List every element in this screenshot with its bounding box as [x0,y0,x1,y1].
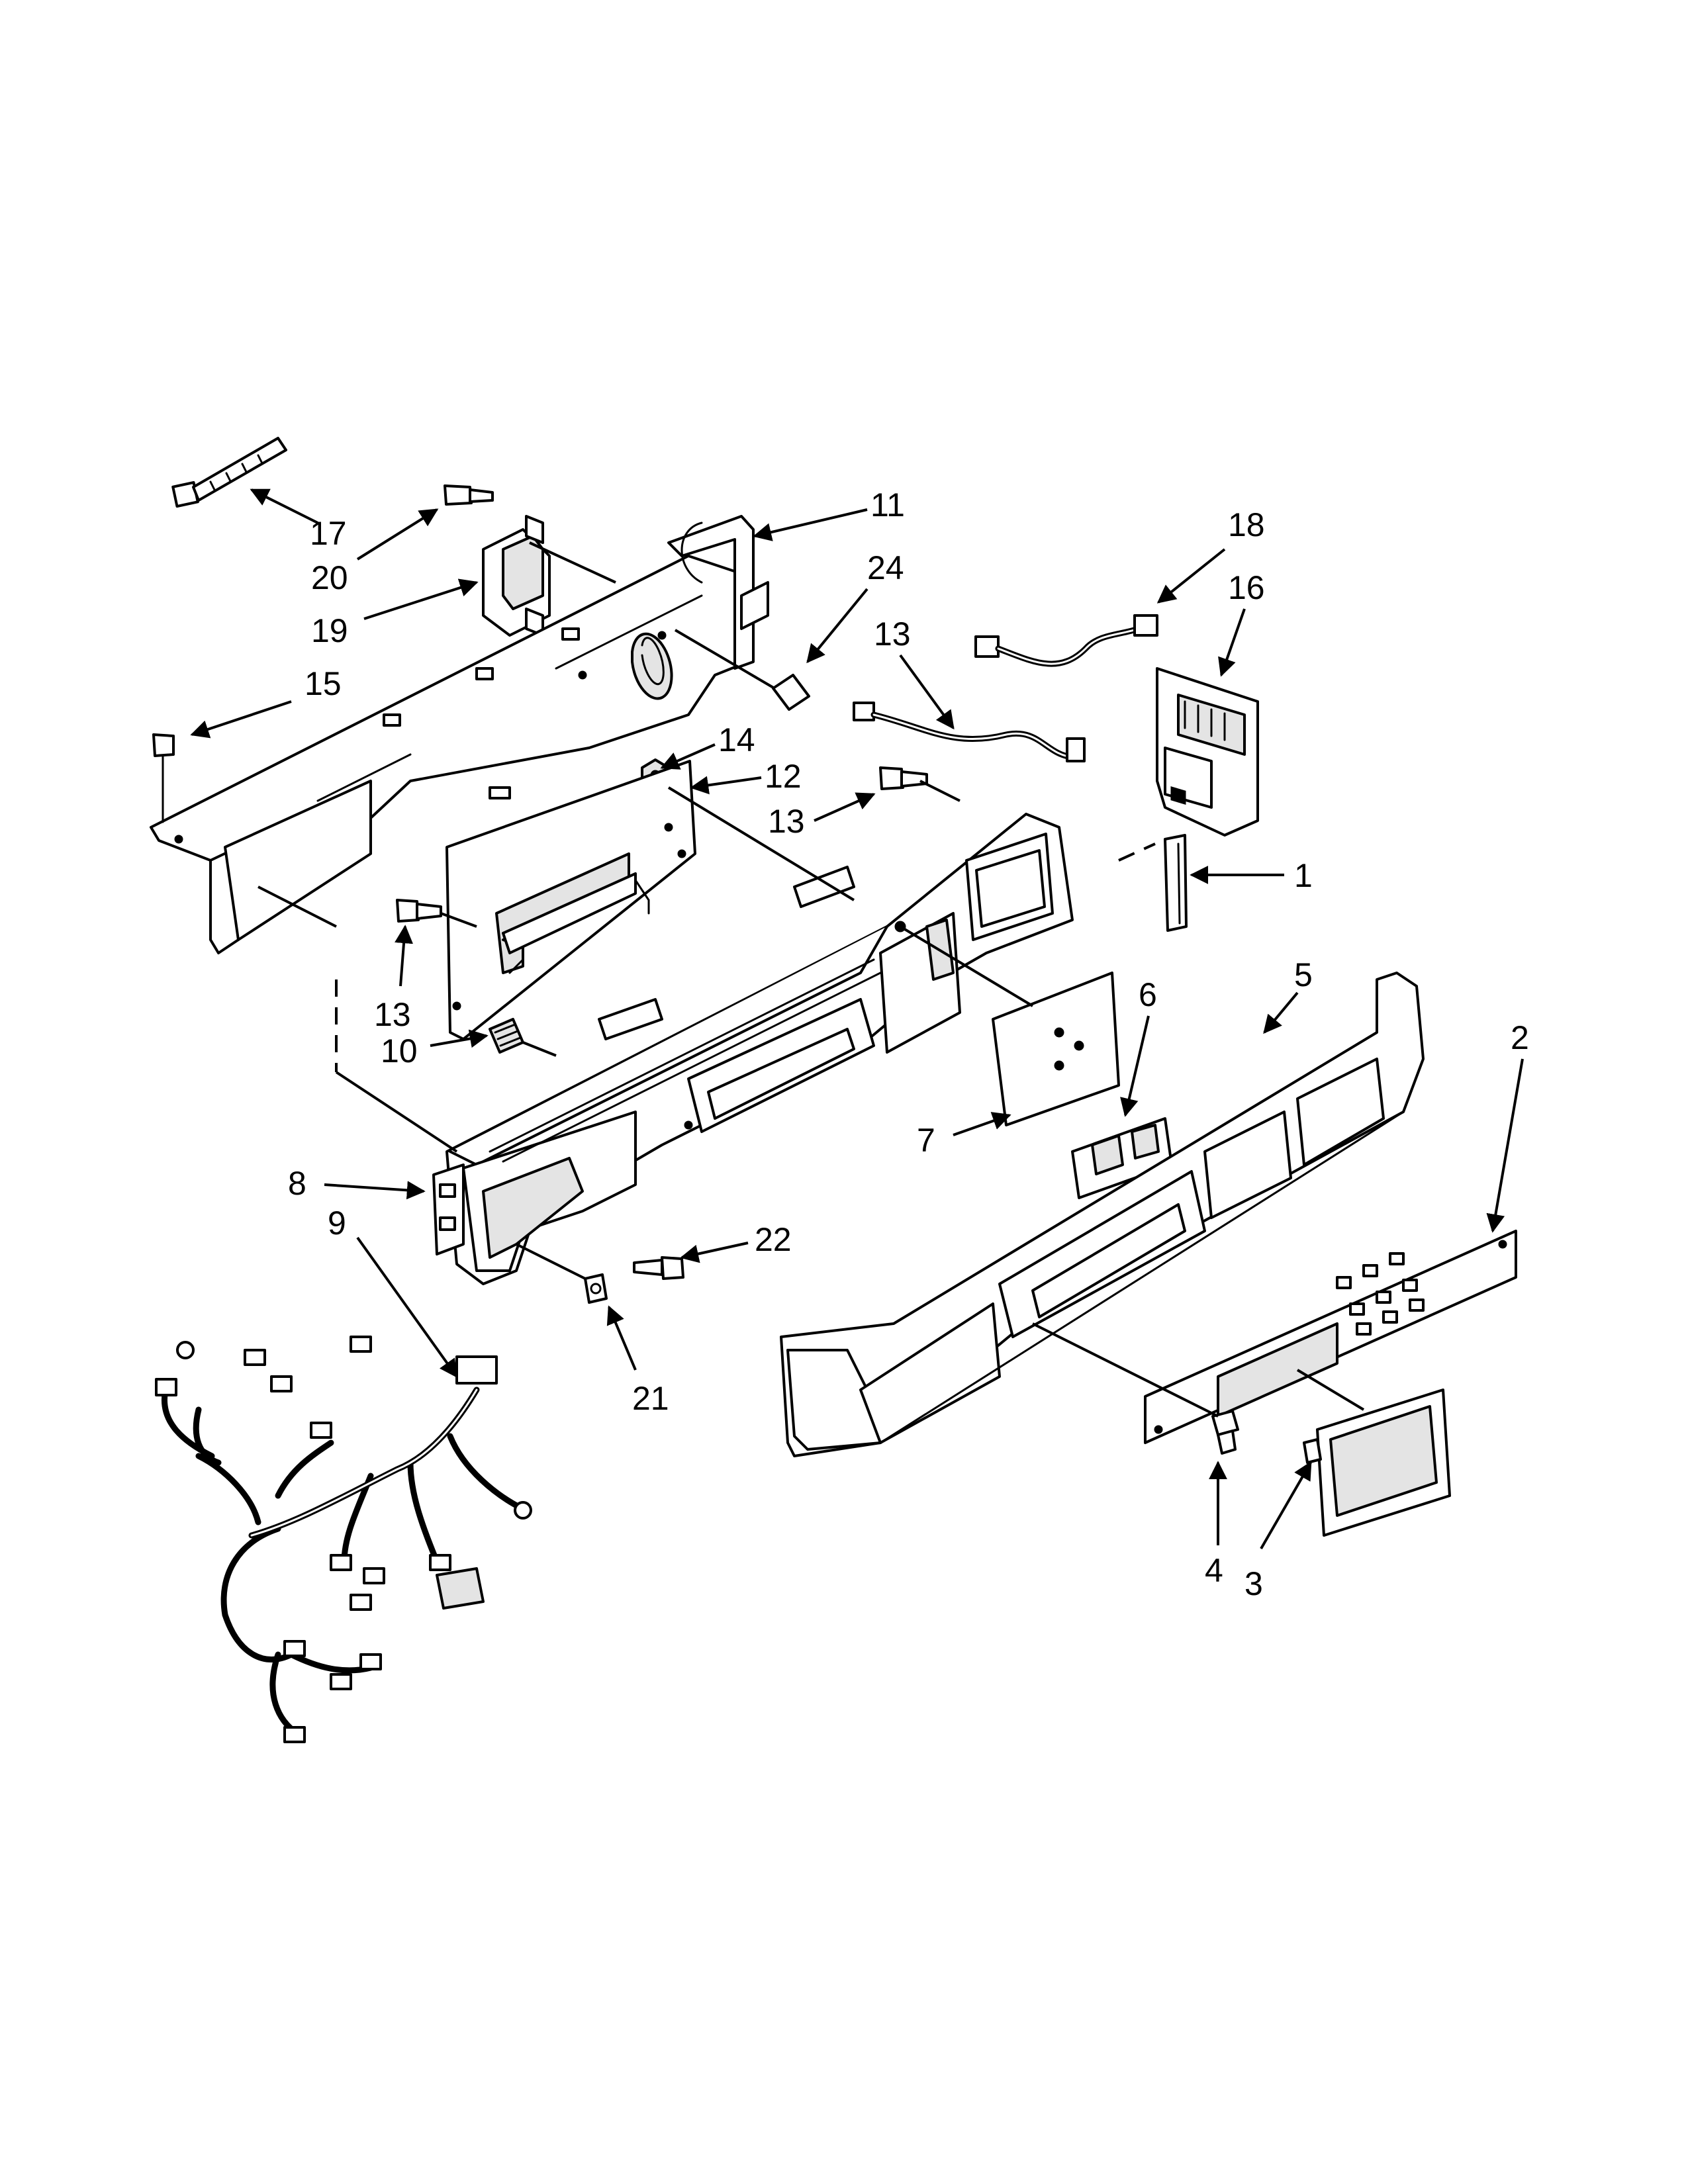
callout-6: 6 [1139,976,1157,1013]
callout-14: 13 [874,615,911,653]
part-17-control-board [1156,667,1259,837]
callout-3: 3 [1244,1565,1263,1602]
part-2-panel-overlay [1144,1230,1517,1444]
callout-17: 16 [1228,569,1265,606]
assembly-line [1118,842,1156,862]
part-21-screw [444,484,494,506]
part-1-bracket [1164,834,1188,932]
part-22-clip [584,1273,608,1304]
callout-arrows [190,488,1524,1549]
callout-12: 12 [765,758,802,795]
part-12-ui-board [445,760,696,1040]
callout-22: 21 [632,1380,669,1417]
callout-16: 15 [305,665,342,702]
part-4-screw [1211,1410,1239,1455]
part-18-cable-tie [171,437,287,508]
callout-9: 9 [328,1205,346,1242]
callout-labels: 17 20 19 15 11 24 13 18 16 14 12 13 1 13… [288,486,1529,1602]
callout-19: 18 [1228,506,1265,543]
part-19-wire-harness [974,614,1158,667]
callout-13-right: 13 [768,803,805,840]
part-7-bracket-plate [992,972,1120,1126]
callout-4: 4 [1205,1552,1223,1589]
part-10-spring [489,1018,524,1054]
part-5-console-panel [780,972,1425,1457]
callout-8: 8 [288,1165,306,1202]
console-housing [445,813,1074,1285]
callout-7: 7 [917,1122,935,1159]
part-3-display-lens [1303,1388,1451,1537]
callout-24: 24 [867,549,904,586]
callout-2: 2 [1511,1019,1529,1056]
part-13-screw-right [879,766,928,790]
callout-21: 20 [311,559,348,596]
part-9-main-wire-harness [155,1336,532,1743]
callout-1: 1 [1294,857,1313,894]
callout-20: 19 [311,612,348,649]
callout-13-left: 13 [374,996,411,1033]
callout-23: 22 [755,1221,792,1258]
callout-15: 14 [718,721,755,758]
callout-5: 5 [1294,956,1313,993]
part-13-screw-left [396,899,442,923]
part-14-wire-harness [853,702,1086,762]
part-23-screw [633,1256,684,1280]
part-8-side-bracket [432,1163,465,1255]
callout-11: 11 [870,486,905,523]
part-11-console-bracket [150,515,769,954]
callout-10: 10 [381,1032,418,1069]
callout-18: 17 [310,515,347,552]
part-20-transformer [482,515,551,637]
assembly-lines [258,541,1365,1418]
part-24-spacer [772,674,810,711]
part-16-screw [152,733,175,823]
